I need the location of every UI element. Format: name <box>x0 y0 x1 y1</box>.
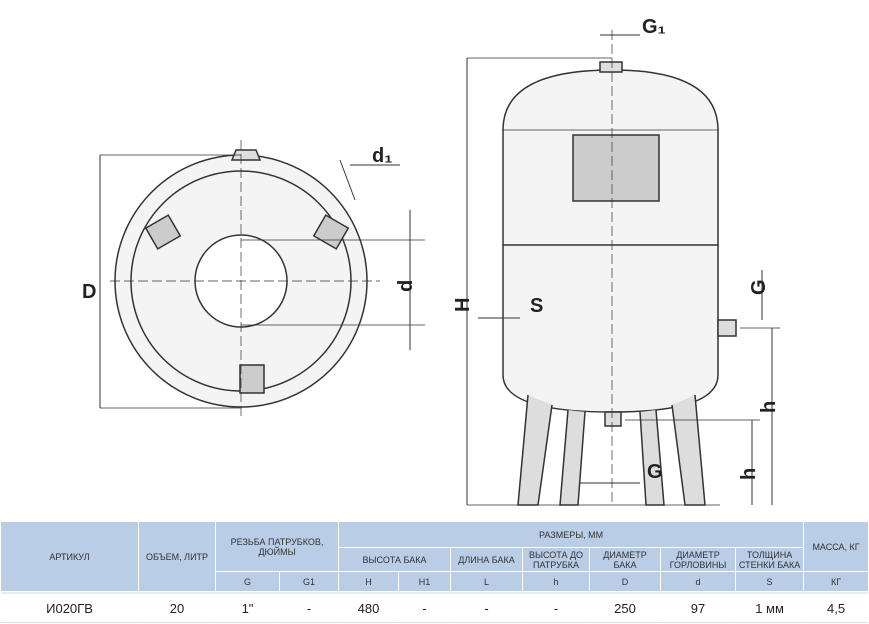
header-dimensions: РАЗМЕРЫ, ММ <box>339 522 804 547</box>
header-neck-diameter: ДИАМЕТР ГОРЛОВИНЫ <box>661 548 736 571</box>
table-row: И020ГВ 20 1" - 480 - - - 250 97 1 мм 4,5 <box>1 595 868 623</box>
label-D: D <box>82 281 96 303</box>
header-thread: РЕЗЬБА ПАТРУБКОВ, ДЮЙМЫ <box>216 522 339 571</box>
label-H: H <box>452 298 474 312</box>
symbol-h: h <box>523 572 590 591</box>
symbol-D: D <box>590 572 661 591</box>
header-tank-height: ВЫСОТА БАКА <box>339 548 451 571</box>
symbol-H: H <box>339 572 399 591</box>
cell-h: - <box>523 595 590 623</box>
technical-drawing: D d d₁ H S G₁ G G h h <box>82 16 780 506</box>
label-d1: d₁ <box>372 145 393 167</box>
symbol-G: G <box>216 572 279 591</box>
label-h-side: h <box>758 401 780 413</box>
header-mass: МАССА, КГ <box>804 522 868 571</box>
label-G-bottom: G <box>647 461 663 483</box>
cell-d: 97 <box>661 595 736 623</box>
symbol-kg: КГ <box>804 572 868 591</box>
header-tank-length: ДЛИНА БАКА <box>451 548 523 571</box>
label-G-side: G <box>748 279 770 295</box>
cell-mass: 4,5 <box>804 595 868 623</box>
symbol-S: S <box>736 572 804 591</box>
cell-G1: - <box>280 595 339 623</box>
header-wall-thickness: ТОЛЩИНА СТЕНКИ БАКА <box>736 548 804 571</box>
header-volume: ОБЪЕМ, ЛИТР <box>139 522 215 591</box>
symbol-H1: H1 <box>399 572 451 591</box>
header-tank-diameter: ДИАМЕТР БАКА <box>590 548 661 571</box>
cell-S: 1 мм <box>736 595 804 623</box>
cell-volume: 20 <box>139 595 215 623</box>
symbol-G1: G1 <box>280 572 339 591</box>
label-G1: G₁ <box>642 16 666 38</box>
cell-article: И020ГВ <box>1 595 138 623</box>
cell-L: - <box>451 595 523 623</box>
label-S: S <box>530 295 543 317</box>
label-h-bottom: h <box>738 468 760 480</box>
header-article: АРТИКУЛ <box>1 522 138 591</box>
header-height-to-pipe: ВЫСОТА ДО ПАТРУБКА <box>523 548 590 571</box>
cell-G: 1" <box>216 595 279 623</box>
symbol-d: d <box>661 572 736 591</box>
spec-table: АРТИКУЛ ОБЪЕМ, ЛИТР РЕЗЬБА ПАТРУБКОВ, ДЮ… <box>0 521 869 624</box>
label-d: d <box>395 280 417 292</box>
cell-D: 250 <box>590 595 661 623</box>
side-view <box>466 30 780 506</box>
symbol-L: L <box>451 572 523 591</box>
cell-H: 480 <box>339 595 399 623</box>
cell-H1: - <box>399 595 451 623</box>
top-view <box>99 140 425 420</box>
